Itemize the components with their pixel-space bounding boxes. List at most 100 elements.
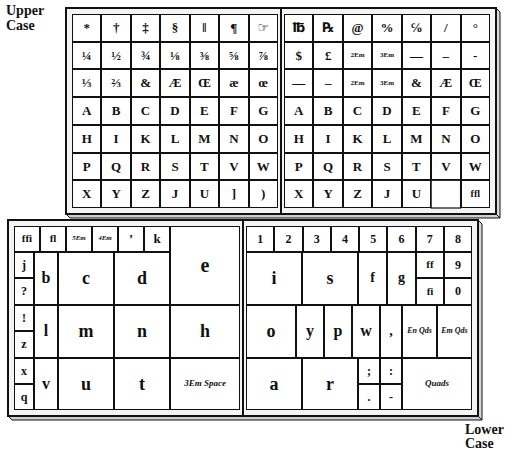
type-sort: A <box>294 104 303 118</box>
tray-frame <box>66 8 496 214</box>
type-sort: - <box>473 49 477 63</box>
type-sort: ⅜ <box>200 49 210 63</box>
type-compartment: v <box>34 358 58 410</box>
type-sort: L <box>171 132 180 146</box>
type-compartment: / <box>431 14 460 42</box>
type-sort: 4 <box>342 233 348 246</box>
type-compartment: N <box>431 125 460 153</box>
type-sort: fl <box>50 233 57 245</box>
type-compartment: Æ <box>431 69 460 97</box>
type-compartment: i <box>246 252 302 305</box>
type-sort: Æ <box>168 76 181 90</box>
type-compartment: Z <box>343 180 372 208</box>
type-sort: , <box>389 324 393 339</box>
type-compartment: En Qds <box>402 305 437 358</box>
type-compartment: h <box>170 305 240 358</box>
type-sort: Y <box>323 187 332 201</box>
type-compartment: * <box>72 14 101 42</box>
type-compartment: 2Em <box>343 42 372 70</box>
type-sort: ℅ <box>411 21 422 35</box>
type-sort: ☞ <box>257 21 269 35</box>
type-compartment: & <box>402 69 431 97</box>
type-compartment: V <box>431 153 460 181</box>
type-compartment: g <box>387 252 416 305</box>
type-sort: £ <box>325 49 332 63</box>
type-sort: ℞ <box>322 21 334 35</box>
type-compartment: L <box>372 125 401 153</box>
type-sort: ℔ <box>292 21 305 35</box>
type-sort: M <box>198 132 210 146</box>
type-sort: Œ <box>469 76 482 90</box>
type-sort: y <box>306 323 314 340</box>
type-compartment: 4 <box>331 226 359 252</box>
type-sort: % <box>380 21 393 35</box>
type-sort: K <box>140 132 150 146</box>
type-compartment: Æ <box>160 69 189 97</box>
type-sort: v <box>42 376 50 393</box>
type-compartment: Œ <box>461 69 490 97</box>
type-sort: — <box>410 49 423 63</box>
type-sort: p <box>334 323 343 340</box>
type-sort: T <box>200 160 209 174</box>
type-compartment: ff <box>416 252 444 278</box>
type-sort: ¾ <box>141 49 151 63</box>
type-sort: 2Em <box>351 80 365 87</box>
type-sort: . <box>368 391 371 404</box>
type-sort: O <box>470 132 480 146</box>
type-compartment: 5 <box>359 226 387 252</box>
type-compartment: j <box>14 252 34 278</box>
type-sort: e <box>201 255 210 276</box>
type-compartment: M <box>402 125 431 153</box>
type-compartment: x <box>14 358 34 384</box>
type-sort: U <box>412 187 421 201</box>
type-compartment: — <box>402 42 431 70</box>
type-sort: C <box>141 104 150 118</box>
type-compartment: D <box>372 97 401 125</box>
type-compartment: I <box>101 125 130 153</box>
type-sort: ’ <box>129 232 133 246</box>
type-compartment: ’ <box>118 226 144 252</box>
type-sort: 2Em <box>351 52 365 59</box>
type-sort: ffl <box>471 189 480 200</box>
type-sort: Em Qds <box>441 327 467 335</box>
type-compartment: 3 <box>303 226 331 252</box>
type-compartment: P <box>72 153 101 181</box>
upper-tray <box>66 8 500 218</box>
type-compartment: Em Qds <box>437 305 472 358</box>
type-sort: i <box>271 269 276 288</box>
type-compartment: fi <box>416 278 444 305</box>
type-compartment: o <box>246 305 296 358</box>
type-sort: S <box>383 160 390 174</box>
type-sort: W <box>469 160 482 174</box>
type-sort: R <box>353 160 362 174</box>
type-compartment: ⅜ <box>190 42 219 70</box>
type-compartment: 9 <box>444 252 472 278</box>
type-compartment: Quads <box>402 358 472 410</box>
type-sort: Q <box>323 160 333 174</box>
type-compartment: E <box>402 97 431 125</box>
type-compartment: — <box>284 69 313 97</box>
type-sort: ff <box>426 259 433 271</box>
type-compartment: 2 <box>274 226 302 252</box>
type-sort: 1 <box>257 233 263 246</box>
type-compartment: p <box>324 305 352 358</box>
type-compartment: k <box>144 226 170 252</box>
tray-divider <box>280 8 282 214</box>
type-sort: O <box>258 132 268 146</box>
type-compartment: 3Em Space <box>170 358 240 410</box>
type-sort: z <box>21 338 26 351</box>
type-compartment: ℔ <box>284 14 313 42</box>
type-sort: d <box>137 269 147 288</box>
type-sort: E <box>200 104 209 118</box>
type-sort: 6 <box>398 233 404 246</box>
type-sort: c <box>82 269 90 288</box>
type-sort: P <box>83 160 91 174</box>
type-compartment: O <box>461 125 490 153</box>
type-compartment: Y <box>101 180 130 208</box>
type-compartment: 3Em <box>372 42 401 70</box>
type-compartment: ) <box>249 180 278 208</box>
type-sort: G <box>258 104 268 118</box>
type-compartment: 0 <box>444 278 472 305</box>
type-compartment: a <box>246 358 302 410</box>
